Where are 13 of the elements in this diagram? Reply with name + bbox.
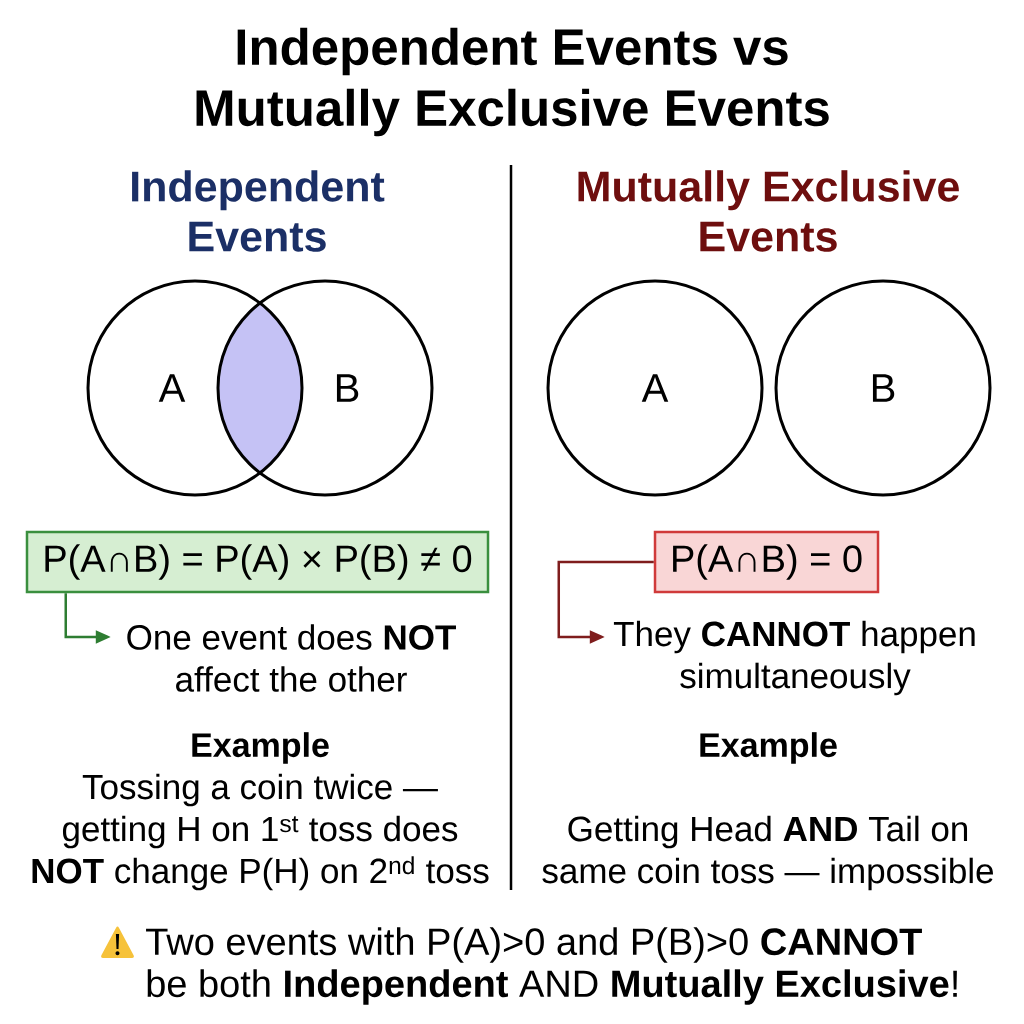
arrow — [557, 560, 654, 644]
formula-box: P(A∩B) = P(A) × P(B) ≠ 0 — [25, 530, 490, 594]
warning-note: Two events with P(A)>0 and P(B)>0 CANNOT be both Independent AND Mutually Exclusive! — [146, 927, 957, 1005]
example-text: Tossing a coin twice — getting H on 1$^{st}$ toss does NOT change P(H) on 2$^{nd}$ toss — [32, 773, 489, 891]
formula-box: P(A∩B) = 0 — [653, 530, 880, 594]
column-heading: Mutually Exclusive Events — [578, 170, 959, 252]
explanation-text: They CANNOT happen simultaneously — [613, 620, 975, 696]
example-heading: Example — [700, 732, 837, 764]
column-heading: Independent Events — [132, 170, 385, 252]
explanation-text: One event does NOT affect the other — [127, 624, 456, 692]
example-heading: Example — [192, 732, 329, 764]
title: Independent Events vs Mutually Exclusive Events — [196, 27, 829, 137]
example-text: Getting Head AND Tail on same coin toss — impossible — [542, 815, 993, 891]
